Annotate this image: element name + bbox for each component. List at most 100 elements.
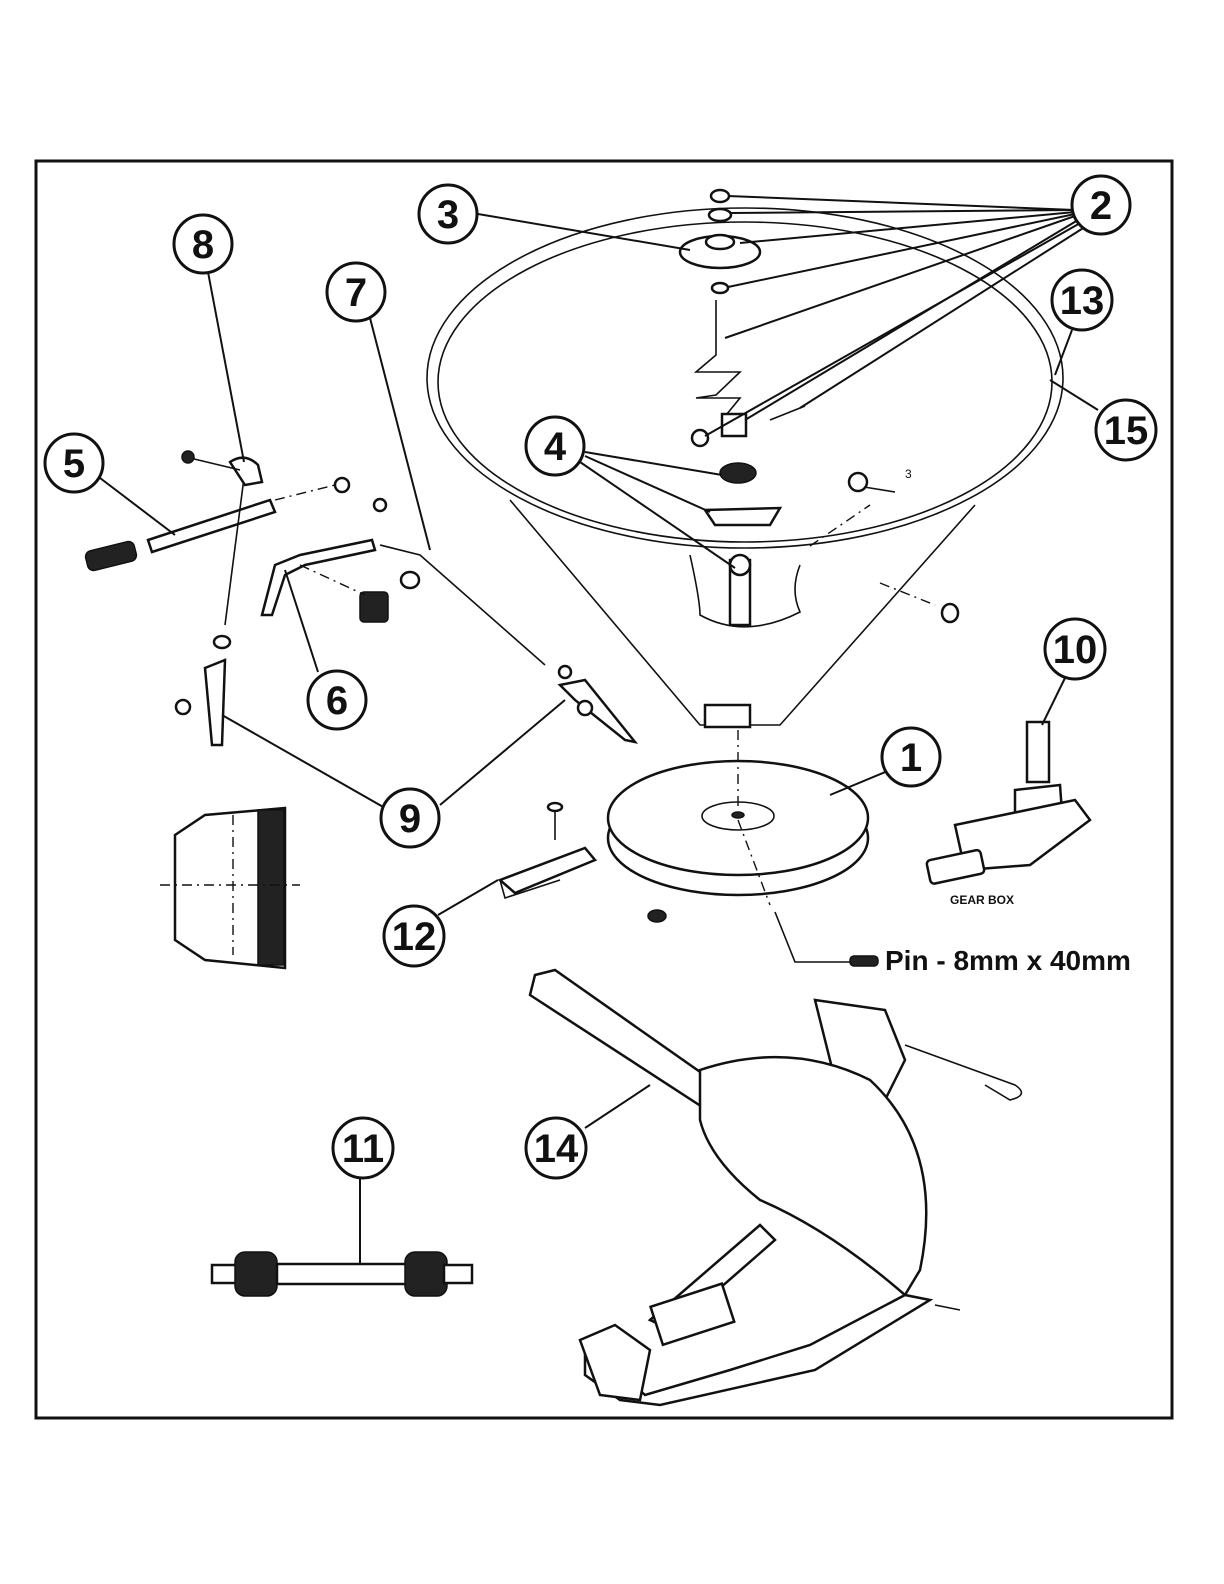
callout-4: 4 [526, 417, 584, 475]
gear-box-input-shaft [1027, 722, 1049, 782]
left-arm-nut [214, 636, 230, 648]
paddle-bolt-head [548, 803, 562, 811]
shaft-nut [692, 430, 708, 446]
callout-13: 13 [1052, 270, 1112, 330]
svg-text:9: 9 [399, 797, 421, 841]
svg-text:4: 4 [544, 425, 567, 469]
lever-handle [148, 500, 275, 552]
pin [850, 956, 878, 966]
top-bolt-head [182, 451, 194, 463]
callout-12: 12 [384, 906, 444, 966]
gate-assembly: 3 [705, 463, 958, 625]
callout-3: 3 [419, 185, 477, 243]
pto-left-guard [235, 1252, 277, 1296]
right-arm-nut-top [559, 666, 571, 678]
long-rod [380, 545, 545, 665]
rod-bracket [230, 458, 262, 485]
vertical-rod [225, 470, 245, 625]
leader-3 [478, 214, 690, 250]
top-washer [709, 209, 731, 221]
svg-text:6: 6 [326, 679, 348, 723]
spring-bolt-head [730, 555, 750, 575]
leader-15 [1050, 380, 1098, 410]
callout-5: 5 [45, 434, 103, 492]
lever-dash [275, 485, 335, 500]
stop-knob [360, 592, 388, 622]
svg-text:10: 10 [1053, 628, 1098, 672]
leader-4-a [585, 452, 722, 475]
svg-text:8: 8 [192, 223, 214, 267]
leader-6 [285, 570, 318, 672]
gear-box: GEAR BOX [926, 722, 1090, 907]
callout-9: 9 [381, 789, 439, 847]
top-nut [711, 190, 729, 202]
pto-right-guard [405, 1252, 447, 1296]
leader-2-h [800, 225, 1088, 408]
leader-4-b [585, 456, 710, 512]
leader-lines [100, 196, 1098, 1264]
svg-text:12: 12 [392, 915, 437, 959]
svg-text:7: 7 [345, 271, 367, 315]
leader-2-c [740, 212, 1075, 243]
leader-14 [585, 1085, 650, 1128]
stop-dash [300, 565, 365, 595]
leader-9-a [222, 715, 385, 808]
gate-plate [705, 508, 780, 525]
svg-text:15: 15 [1104, 409, 1149, 453]
pulley-hub [706, 235, 734, 249]
leader-12 [438, 880, 498, 915]
svg-text:11: 11 [342, 1127, 384, 1171]
cone-nut [942, 604, 958, 622]
left-arm-bolt [176, 700, 190, 714]
disc-hole [732, 812, 744, 818]
leader-5 [100, 478, 175, 535]
agitator-shaft [696, 300, 740, 430]
leader-2-b [731, 210, 1075, 213]
pto-right-yoke [444, 1265, 472, 1283]
spreader-frame [530, 970, 1021, 1405]
rate-arm-nut [374, 499, 386, 511]
pto-shaft [212, 1252, 472, 1296]
leader-7 [370, 318, 430, 550]
frame-shaft [935, 1305, 960, 1310]
callout-6: 6 [308, 671, 366, 729]
gear-box-output-shaft [926, 849, 985, 884]
spinner-disc: Pin - 8mm x 40mm [608, 730, 1131, 976]
callout-8: 8 [174, 215, 232, 273]
shaft-washer [712, 283, 728, 293]
pin-leader [775, 912, 850, 962]
callout-2: 2 [1072, 176, 1130, 234]
frame-plate [651, 1284, 735, 1345]
paddle [500, 803, 595, 898]
svg-text:2: 2 [1090, 184, 1112, 228]
bearing [720, 463, 756, 483]
lever-nut [335, 478, 349, 492]
callout-15: 15 [1096, 400, 1156, 460]
pto-tube [277, 1264, 407, 1284]
callout-14: 14 [526, 1118, 586, 1178]
decal-strip [258, 810, 284, 965]
bolt-ref-label: 3 [905, 467, 912, 481]
left-arm [205, 660, 225, 745]
svg-text:13: 13 [1060, 279, 1105, 323]
callout-11: 11 [333, 1118, 393, 1178]
right-arm [560, 680, 635, 742]
gear-box-label: GEAR BOX [950, 893, 1014, 907]
leader-10 [1042, 678, 1065, 725]
leader-2-a [728, 196, 1075, 210]
disc-nut [648, 910, 666, 922]
lever-grip [84, 540, 137, 572]
svg-text:3: 3 [437, 193, 459, 237]
callout-10: 10 [1045, 619, 1105, 679]
svg-text:1: 1 [900, 736, 922, 780]
hopper-rim-inner [438, 222, 1052, 542]
hopper-bolt-shank [864, 487, 895, 492]
callout-1: 1 [882, 728, 940, 786]
rate-arm [262, 540, 375, 615]
leader-13 [1055, 330, 1072, 375]
frame-hitch [580, 1325, 650, 1400]
shaft-bolt [770, 406, 805, 420]
hitch-pin [905, 1045, 1021, 1100]
svg-text:14: 14 [534, 1127, 579, 1171]
